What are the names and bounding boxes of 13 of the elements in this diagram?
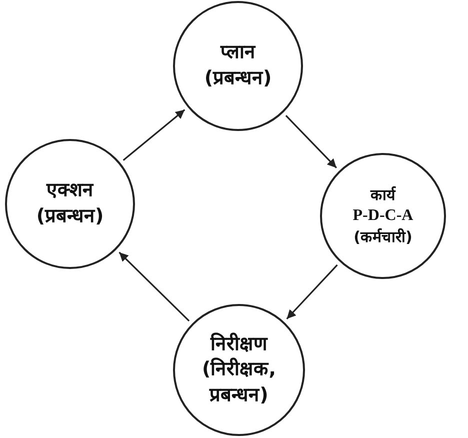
circle-label: (प्रबन्धन): [36, 204, 104, 229]
circle-label: (निरीक्षक, प्रबन्धन): [201, 357, 277, 408]
circle-label: प्लान: [220, 40, 256, 66]
circle-label: (प्रबन्धन): [204, 66, 272, 91]
circle-label: P-D-C-A: [352, 206, 414, 226]
arrow: [122, 109, 186, 161]
arrow: [118, 252, 190, 322]
circle-label: कार्य: [370, 184, 396, 206]
arrow: [285, 115, 338, 168]
circle-label: (कर्मचारी): [354, 226, 412, 248]
arrow: [286, 264, 338, 320]
circle-label: एक्शन: [46, 178, 94, 204]
circle-label: निरीक्षण: [210, 332, 268, 357]
